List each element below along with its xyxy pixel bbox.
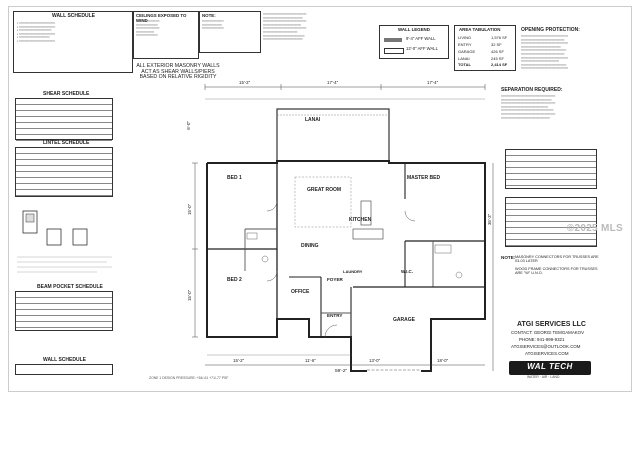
room-wic: W.I.C.: [401, 269, 413, 274]
ceilings-note-text: ━━━━━━━━━━━━━━━━━━━━━━━━━━━━━━━━━━━━━━━━…: [136, 19, 160, 38]
room-great-room: GREAT ROOM: [307, 187, 342, 193]
dim-top-3: 17'-4": [427, 80, 439, 85]
room-garage: GARAGE: [393, 317, 415, 323]
wall-legend-box: WALL LEGEND 9'-4" AFF WALL 12'-0" AFF WA…: [379, 25, 449, 59]
beam-details-svg: [17, 210, 112, 273]
area-row-4-value: 245 SF: [491, 56, 504, 61]
floor-plan-drawing: [192, 84, 494, 373]
title-block: ATGI SERVICES LLC CONTACT: GEORGI TEMGAM…: [481, 275, 631, 389]
room-entry: ENTRY: [327, 313, 343, 318]
company-name: ATGI SERVICES LLC: [517, 321, 586, 328]
dim-left-1: 15'-0": [187, 203, 193, 216]
dim-bottom-1: 15'-2": [233, 358, 245, 363]
lintel-schedule-table: [15, 147, 113, 197]
connector-note-title: NOTE:: [501, 255, 516, 260]
wall-schedule-bottom-box: [15, 364, 113, 375]
dim-top-2: 17'-4": [327, 80, 339, 85]
wall-legend-title: WALL LEGEND: [398, 27, 430, 32]
company-phone: PHONE: 941-999-9321: [519, 337, 565, 342]
wall-schedule-bottom-title: WALL SCHEDULE: [43, 357, 86, 363]
connector-note-line-2: WOOD FRAME CONNECTORS FOR TRUSSES ARE "W…: [515, 267, 598, 276]
ceilings-note-title: CEILINGS EXPOSED TO WIND: [136, 13, 187, 23]
connector-note-line-1: MASONRY CONNECTORS FOR TRUSSES ARE 03-03…: [515, 255, 599, 264]
wall-schedule-title: WALL SCHEDULE: [52, 13, 95, 19]
area-tabulation-title: AREA TABULATION: [459, 27, 501, 32]
wall-legend-item-2: 12'-0" AFF WALL: [406, 46, 438, 51]
room-lanai: LANAI: [305, 117, 321, 123]
dim-right: 36'-3": [487, 213, 493, 226]
dim-left-3: 6'-0": [185, 121, 191, 130]
dim-top-1: 15'-2": [239, 80, 251, 85]
masonry-note-box: ALL EXTERIOR MASONRY WALLS ACT AS SHEAR …: [133, 61, 223, 87]
connector-table-2: [505, 197, 597, 247]
company-email: ATGISERVICES@OUTLOOK.COM: [511, 344, 581, 349]
opening-protection-text: ━━━━━━━━━━━━━━━━━━━━━━━━━━━━━━━━━━━━━━━━…: [521, 34, 568, 71]
logo-tagline: WATER · AIR · LAND: [527, 375, 560, 379]
beam-pocket-table: [15, 291, 113, 331]
top-notes-column: ━━━━━━━━━━━━━━━━━━━━━━━━━━━━━━━━━━━━━━━━…: [263, 12, 307, 42]
masonry-note: ALL EXTERIOR MASONRY WALLS ACT AS SHEAR …: [136, 63, 220, 81]
lintel-schedule-title: LINTEL SCHEDULE: [43, 140, 90, 146]
note-box-top: NOTE: ━━━━━━━━━━━━━━━━━━━━━━━━━━━━━━━━━━…: [199, 11, 261, 53]
shear-schedule-title: SHEAR SCHEDULE: [43, 91, 90, 97]
room-bed1: BED 1: [227, 175, 242, 181]
room-dining: DINING: [301, 243, 319, 249]
room-kitchen: KITCHEN: [349, 217, 372, 223]
separation-title: SEPARATION REQUIRED:: [501, 87, 563, 93]
company-web: ATGISERVICES.COM: [525, 351, 569, 356]
opening-protection-title: OPENING PROTECTION:: [521, 27, 580, 33]
wall-legend-swatch-1: [384, 38, 402, 42]
room-laundry: LAUNDRY: [343, 269, 363, 274]
area-row-1-value: 1,576 SF: [491, 35, 508, 40]
room-foyer: FOYER: [327, 277, 343, 282]
dim-left-2: 15'-0": [187, 289, 193, 302]
note-title-top: NOTE:: [202, 13, 216, 18]
shear-schedule-table: [15, 98, 113, 141]
area-row-4-label: LANAI: [458, 56, 470, 61]
area-row-5-value: 2,414 SF: [491, 62, 508, 67]
area-row-2-label: ENTRY: [458, 42, 472, 47]
separation-text: ━━━━━━━━━━━━━━━━━━━━━━━━━━━━━━━━━━━━━━━━…: [501, 94, 556, 120]
connector-note-box: NOTE: MASONRY CONNECTORS FOR TRUSSES ARE…: [501, 255, 601, 283]
wall-schedule-box: WALL SCHEDULE ▪ ━━━━━━━━━━━━━━━━━━━━▪ ━━…: [13, 11, 133, 73]
area-row-3-value: 426 SF: [491, 49, 504, 54]
area-row-1-label: LIVING: [458, 35, 472, 40]
dim-bottom-3: 13'-0": [369, 358, 381, 363]
beam-pocket-title: BEAM POCKET SCHEDULE: [37, 284, 103, 290]
waltech-logo: WAL TECH: [509, 361, 591, 375]
company-contact: CONTACT: GEORGI TEMGAMAKOV: [511, 330, 585, 335]
mls-watermark: ©2025 MLS: [566, 223, 623, 234]
dim-overall: 59'-2": [335, 369, 348, 374]
connector-table-1: [505, 149, 597, 189]
wall-legend-item-1: 9'-4" AFF WALL: [406, 36, 436, 41]
ceilings-note-box: CEILINGS EXPOSED TO WIND ━━━━━━━━━━━━━━━…: [133, 11, 199, 59]
area-row-5-label: TOTAL: [458, 62, 471, 67]
wall-schedule-text: ▪ ━━━━━━━━━━━━━━━━━━━━▪ ━━━━━━━━━━━━━━━━…: [17, 21, 56, 43]
floor-plan-sheet: WALL SCHEDULE ▪ ━━━━━━━━━━━━━━━━━━━━▪ ━━…: [8, 6, 632, 392]
room-master-bed: MASTER BED: [407, 175, 441, 181]
dim-bottom-4: 18'-0": [437, 358, 449, 363]
design-pressure-caption: ZONE 1 DESIGN PRESSURE: +54/-61 +71/-77 …: [149, 376, 229, 380]
logo-brand: WAL TECH: [527, 362, 573, 371]
area-tabulation-box: AREA TABULATION LIVING 1,576 SF ENTRY 32…: [454, 25, 516, 71]
dim-bottom-2: 11'-6": [305, 358, 316, 363]
room-bed2: BED 2: [227, 277, 242, 283]
wall-legend-swatch-2: [384, 48, 404, 54]
area-row-2-value: 32 SF: [491, 42, 502, 47]
area-row-3-label: GARAGE: [458, 49, 476, 54]
note-text-top: ━━━━━━━━━━━━━━━━━━━━━━━━━━━━━━━━━━━: [202, 19, 224, 31]
room-office: OFFICE: [291, 289, 310, 295]
